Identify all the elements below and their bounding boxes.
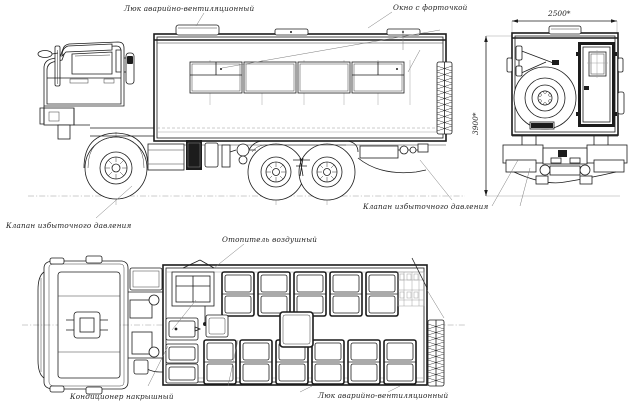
table-small-plan [205, 314, 229, 338]
side-windows [189, 60, 411, 105]
seat-block [257, 271, 291, 317]
callout-ac-roof: Кондиционер накрышный [70, 392, 174, 401]
dim-label-height: 3900* [471, 112, 480, 135]
seat-block [365, 271, 399, 317]
underframe-equipment-side [147, 140, 429, 174]
seat-block [203, 339, 237, 385]
callout-hatch-top: Люк аварийно-вентиляционный [124, 4, 255, 13]
callout-valve-left: Клапан избыточного давления [6, 221, 132, 230]
seat-row-top [221, 271, 399, 317]
rear-view [484, 19, 628, 207]
dim-height-overall [484, 35, 620, 197]
cab-plan [37, 255, 129, 395]
roof-ac-unit-side [175, 24, 220, 36]
seat-block [239, 339, 273, 385]
side-body-module [153, 24, 447, 142]
seat-block [329, 271, 363, 317]
seat-block [293, 271, 327, 317]
seat-block [311, 339, 345, 385]
callout-hatch-bottom: Люк аварийно-вентиляционный [318, 391, 449, 400]
rear-rack-plan [397, 271, 425, 307]
seat-block [347, 339, 381, 385]
roof-hatch-side [274, 28, 309, 36]
plan-view [22, 243, 466, 395]
chassis-rear [502, 135, 628, 185]
seat-block [383, 339, 417, 385]
spare-wheel-side [436, 61, 453, 135]
table-large-plan [279, 311, 314, 348]
side-view [28, 11, 465, 205]
dim-width-overall [511, 19, 618, 34]
roof-hatch-side-rear [386, 28, 421, 36]
dim-label-width: 2500* [548, 9, 571, 18]
callout-window-vent: Окно с форточкой [393, 3, 468, 12]
callout-valve-right: Клапан избыточного давления [363, 202, 489, 211]
cab-side [37, 41, 135, 140]
rear-wheels-side [247, 140, 359, 201]
air-heater-plan [171, 259, 215, 326]
front-wheel-side [83, 132, 149, 200]
rear-door [576, 42, 617, 127]
seat-row-bottom [203, 339, 417, 385]
spare-wheel-rear [513, 45, 577, 130]
spare-wheel-plan [427, 319, 445, 387]
callout-heater-air: Отопитель воздушный [222, 235, 318, 244]
left-seat-group-plan [165, 317, 202, 384]
seat-block [221, 271, 255, 317]
